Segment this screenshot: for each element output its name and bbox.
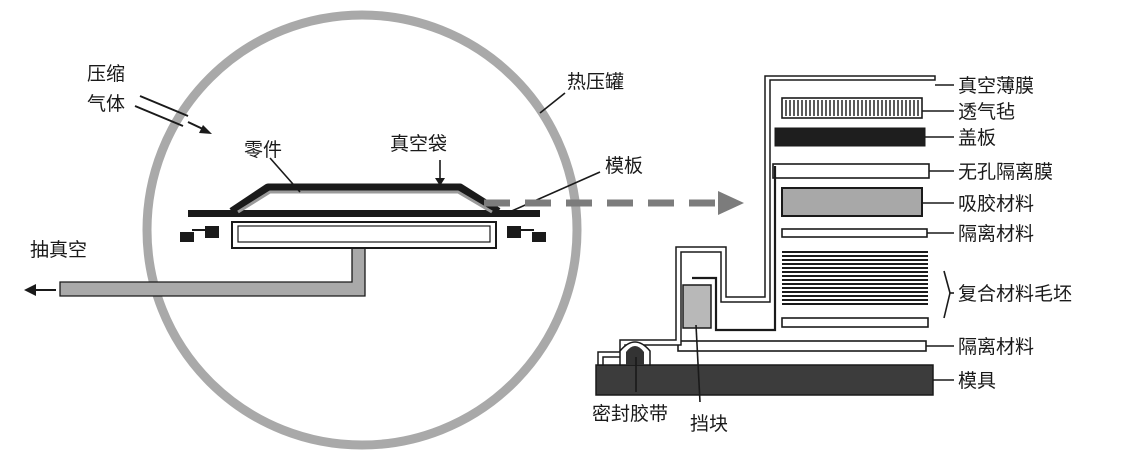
seal-clamp-left <box>180 226 219 242</box>
dam-label: 挡块 <box>690 413 728 435</box>
gas-label-line1: 压缩 <box>87 63 125 85</box>
release-material-top <box>781 228 928 238</box>
zoom-arrow <box>484 191 744 215</box>
vessel-label: 热压罐 <box>567 71 624 93</box>
release-material-mid <box>781 317 929 328</box>
layer-label-absorbent: 吸胶材料 <box>958 193 1034 215</box>
dam-block <box>682 284 712 329</box>
sealant-label: 密封胶带 <box>592 403 668 425</box>
layer-label-nonporous-film: 无孔隔离膜 <box>958 161 1053 183</box>
inner-film-drape <box>692 166 777 332</box>
layer-label-release-bottom: 隔离材料 <box>958 336 1034 358</box>
vacuum-label: 抽真空 <box>30 239 87 261</box>
bag-label: 真空袋 <box>390 133 447 155</box>
gas-inlet-pipe <box>134 95 212 134</box>
template-label: 模板 <box>605 155 643 177</box>
release-film-bottom <box>677 340 927 352</box>
autoclave-section: 热压罐 压缩 气体 零件 真空袋 模板 抽真空 <box>24 10 643 450</box>
gas-flow-arrowhead <box>199 125 212 134</box>
part <box>237 190 493 214</box>
prepreg-stack <box>782 251 928 305</box>
template-plate <box>188 210 540 217</box>
layer-label-release-top: 隔离材料 <box>958 223 1034 245</box>
layer-label-mold: 模具 <box>958 370 996 392</box>
zoom-arrowhead <box>718 191 744 215</box>
caul-plate <box>774 127 926 147</box>
absorbent-material <box>781 187 923 217</box>
layup-section: 真空薄膜 透气毡 盖板 无孔隔离膜 吸胶材料 隔离材料 复合材料毛坯 隔离材料 … <box>592 75 1072 435</box>
mold <box>595 364 934 396</box>
seal-clamp-right <box>507 226 546 242</box>
vacuum-arrowhead <box>24 284 36 296</box>
autoclave-vessel <box>142 10 582 450</box>
layer-label-vacuum-film: 真空薄膜 <box>958 75 1034 97</box>
nonporous-film <box>772 163 930 179</box>
layer-label-caul-plate: 盖板 <box>958 127 996 149</box>
breather-hatching <box>785 100 919 116</box>
breather <box>781 97 923 119</box>
gas-label-line2: 气体 <box>87 93 125 115</box>
part-label: 零件 <box>244 139 282 161</box>
layer-label-breather: 透气毡 <box>958 101 1015 123</box>
vacuum-bag <box>229 183 501 216</box>
layer-label-prepreg: 复合材料毛坯 <box>958 283 1072 305</box>
